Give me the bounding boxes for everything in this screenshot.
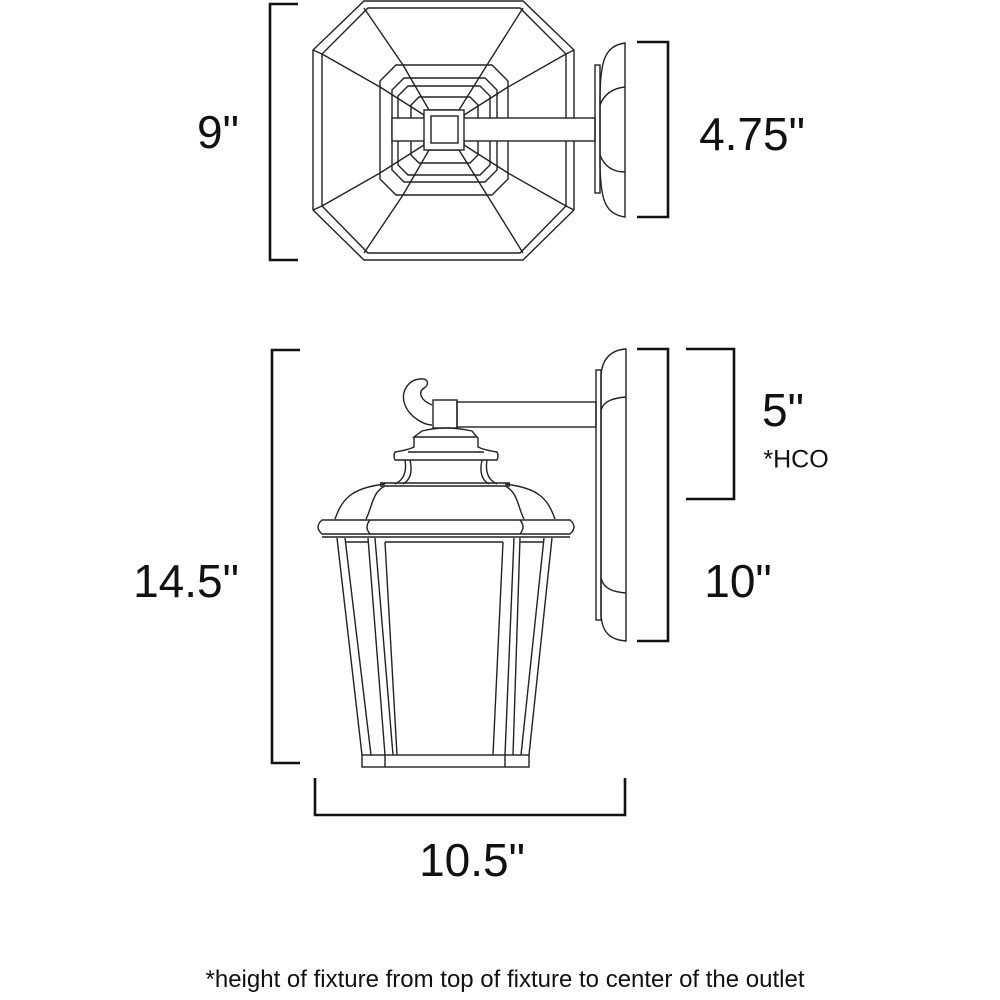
hco-note-label: *HCO xyxy=(763,445,829,474)
height-bracket xyxy=(270,348,300,765)
top-view-ribs xyxy=(312,7,575,254)
top-view-arm xyxy=(391,117,596,142)
top-view-stem xyxy=(430,115,459,144)
depth-bracket xyxy=(268,2,298,262)
height-label: 14.5" xyxy=(133,555,239,607)
hco-bracket xyxy=(686,347,736,501)
footnote: *height of fixture from top of fixture t… xyxy=(205,966,805,993)
side-view-backplate xyxy=(595,348,627,642)
depth-label: 9" xyxy=(197,106,239,158)
top-view xyxy=(268,0,670,262)
top-view-outer-octagon xyxy=(312,0,575,261)
lantern-crown xyxy=(393,427,499,485)
width-bracket xyxy=(313,778,627,817)
hco-label: 5" xyxy=(762,384,804,436)
lantern-scroll-arm xyxy=(402,378,597,429)
backplate-height-bracket xyxy=(637,347,670,643)
backplate-width-label: 4.75" xyxy=(699,108,805,160)
side-view xyxy=(270,347,736,817)
lantern-glass-frame xyxy=(336,537,553,756)
width-label: 10.5" xyxy=(419,834,525,886)
backplate-height-label: 10" xyxy=(704,555,772,607)
lantern-base xyxy=(361,754,530,768)
top-view-backplate xyxy=(594,42,626,218)
lantern-roof xyxy=(317,482,575,538)
backplate-width-bracket xyxy=(637,40,670,219)
